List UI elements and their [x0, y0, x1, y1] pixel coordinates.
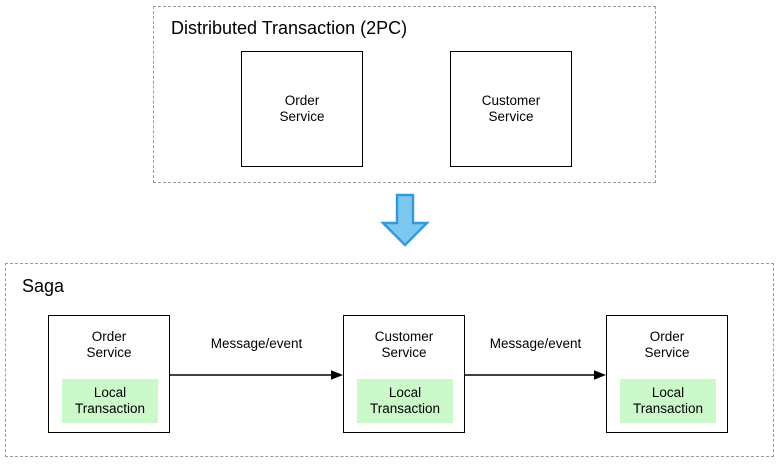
saga-title: Saga — [22, 276, 65, 296]
message-event-label-1: Message/event — [210, 336, 303, 351]
local-transaction-chip-3: Local Transaction — [620, 379, 716, 423]
service-box-order-top[interactable]: Order Service — [241, 51, 363, 167]
service-label-order-saga-3: Order Service — [644, 329, 690, 360]
message-event-arrow-1 — [170, 368, 343, 382]
local-transaction-chip-2: Local Transaction — [357, 379, 453, 423]
service-box-order-saga-1[interactable]: Order Service Local Transaction — [48, 315, 170, 433]
service-box-customer-saga-2[interactable]: Customer Service Local Transaction — [343, 315, 465, 433]
service-label-customer-saga-2: Customer Service — [374, 329, 434, 360]
distributed-transaction-group — [153, 6, 656, 183]
service-box-customer-top[interactable]: Customer Service — [450, 51, 572, 167]
down-arrow-icon — [379, 193, 431, 247]
service-label-customer-top: Customer Service — [481, 93, 541, 124]
saga-group — [5, 263, 774, 457]
service-label-order-saga-1: Order Service — [86, 329, 132, 360]
message-event-label-2: Message/event — [489, 336, 582, 351]
service-box-order-saga-3[interactable]: Order Service Local Transaction — [606, 315, 728, 433]
distributed-transaction-title: Distributed Transaction (2PC) — [171, 18, 408, 38]
local-transaction-chip-1: Local Transaction — [62, 379, 158, 423]
message-event-arrow-2 — [465, 368, 606, 382]
service-label-order-top: Order Service — [279, 93, 325, 124]
